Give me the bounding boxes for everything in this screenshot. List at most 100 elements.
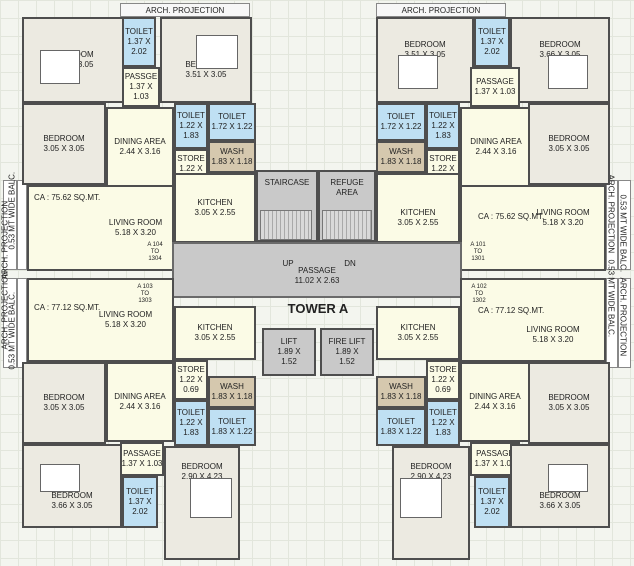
room-label: PASSGE 1.37 X 1.03 xyxy=(124,72,158,101)
a103-wash: WASH 1.83 X 1.18 xyxy=(208,376,256,408)
balcony-label: 0.53 MT WIDE BALC. xyxy=(606,259,616,338)
arch-projection-label: ARCH. PROJECTION xyxy=(401,5,481,15)
a104-toilet-1: TOILET 1.37 X 2.02 xyxy=(122,17,156,67)
room-label: PASSAGE xyxy=(298,266,336,275)
room-label: TOILET 1.37 X 2.02 xyxy=(125,27,153,56)
a103-carpet-area: CA : 77.12 SQ.MT. xyxy=(34,303,101,312)
right-arch-top xyxy=(618,180,631,270)
room-label: TOILET 1.37 X 2.02 xyxy=(478,27,506,56)
room-label: 1.89 X 1.52 xyxy=(335,347,359,366)
bed-furniture xyxy=(398,55,438,89)
room-label: BEDROOM 2.90 X 4.23 xyxy=(410,462,452,481)
balcony-label: 0.53 MT WIDE BALC. xyxy=(618,194,628,273)
room-label: TOILET 1.83 X 1.22 xyxy=(380,417,422,436)
a101-toilet-3: TOILET 1.22 X 1.83 xyxy=(426,103,460,149)
a103-passage: PASSAGE 1.37 X 1.03 xyxy=(120,442,164,476)
room-label: STAIRCASE xyxy=(264,178,310,187)
bed-furniture xyxy=(40,464,80,492)
arch-projection-label: ARCH. PROJECTION xyxy=(618,277,628,357)
a103-living-room: LIVING ROOM 5.18 X 3.20 xyxy=(27,278,174,362)
a104-toilet-3: TOILET 1.72 X 1.22 xyxy=(208,103,256,141)
a103-bedroom-1: BEDROOM 3.05 X 3.05 xyxy=(22,362,106,444)
room-label: LIVING ROOM 5.18 X 3.20 xyxy=(98,310,153,329)
a103-kitchen: KITCHEN 3.05 X 2.55 xyxy=(174,306,256,360)
room-label: LIVING ROOM 5.18 X 3.20 xyxy=(108,218,163,237)
a102-carpet-area: CA : 77.12 SQ.MT. xyxy=(478,306,545,315)
room-label: DINING AREA 2.44 X 3.16 xyxy=(114,137,166,156)
room-label: KITCHEN 3.05 X 2.55 xyxy=(397,208,439,227)
a104-living-room: LIVING ROOM 5.18 X 3.20 xyxy=(27,185,174,271)
room-label: TOILET 1.22 X 1.83 xyxy=(177,408,205,437)
room-label: DINING AREA 2.44 X 3.16 xyxy=(114,392,166,411)
room-label: TOILET 1.22 X 1.83 xyxy=(429,111,457,140)
room-label: PASSAGE 1.37 X 1.03 xyxy=(474,449,516,468)
room-label: STORE 1.22 X 0.69 xyxy=(177,365,205,394)
a104-bedroom-3: BEDROOM 3.05 X 3.05 xyxy=(22,103,106,185)
room-label: BEDROOM 3.05 X 3.05 xyxy=(548,134,590,153)
room-label: BEDROOM 2.90 X 4.23 xyxy=(181,462,223,481)
stair-down-label: DN xyxy=(344,259,356,268)
a103-flat-id: A 103 TO 1303 xyxy=(137,284,153,304)
a102-store: STORE 1.22 X 0.69 xyxy=(426,360,460,400)
a101-bedroom-3: BEDROOM 3.05 X 3.05 xyxy=(528,103,610,185)
a101-flat-id: A 101 TO 1301 xyxy=(470,242,486,262)
a101-dining-area: DINING AREA 2.44 X 3.16 xyxy=(460,107,532,187)
passage: PASSAGE 11.02 X 2.63 xyxy=(172,242,462,298)
room-label: KITCHEN 3.05 X 2.55 xyxy=(194,323,236,342)
a101-wash: WASH 1.83 X 1.18 xyxy=(376,141,426,173)
a104-dining-area: DINING AREA 2.44 X 3.16 xyxy=(106,107,174,187)
stair-up-label: UP xyxy=(282,259,294,268)
arch-projection-label: ARCH. PROJECTION xyxy=(145,5,225,15)
a102-bedroom-1: BEDROOM 3.05 X 3.05 xyxy=(528,362,610,444)
a103-toilet-3: TOILET 1.37 X 2.02 xyxy=(122,476,158,528)
room-label: STORE 1.22 X 0.69 xyxy=(429,365,457,394)
bed-furniture xyxy=(190,478,232,518)
room-label: BEDROOM 3.66 X 3.05 xyxy=(539,491,581,510)
room-label: DINING AREA 2.44 X 3.16 xyxy=(469,392,521,411)
room-label: LIVING ROOM 5.18 X 3.20 xyxy=(536,208,590,227)
bed-furniture xyxy=(400,478,442,518)
arch-projection-top-left: ARCH. PROJECTION xyxy=(120,3,250,17)
room-label: FIRE LIFT xyxy=(328,337,366,346)
left-arch-bottom xyxy=(17,278,27,368)
a103-store: STORE 1.22 X 0.69 xyxy=(174,360,208,400)
lift: LIFT 1.89 X 1.52 xyxy=(262,328,316,376)
a102-toilet-3: TOILET 1.37 X 2.02 xyxy=(474,476,510,528)
room-label: TOILET 1.37 X 2.02 xyxy=(478,487,506,516)
room-label: WASH 1.83 X 1.18 xyxy=(211,147,253,166)
room-label: BEDROOM 3.05 X 3.05 xyxy=(43,134,85,153)
a101-kitchen: KITCHEN 3.05 X 2.55 xyxy=(376,173,460,243)
a104-toilet-2: TOILET 1.22 X 1.83 xyxy=(174,103,208,149)
a104-carpet-area: CA : 75.62 SQ.MT. xyxy=(34,193,101,202)
right-balcony-top xyxy=(606,180,618,270)
a103-toilet-1: TOILET 1.22 X 1.83 xyxy=(174,400,208,446)
fire-lift: FIRE LIFT 1.89 X 1.52 xyxy=(320,328,374,376)
room-label: BEDROOM 3.66 X 3.05 xyxy=(51,491,93,510)
room-label: WASH 1.83 X 1.18 xyxy=(380,147,422,166)
stair-steps-left xyxy=(260,210,312,240)
room-label: TOILET 1.22 X 1.83 xyxy=(177,111,205,140)
a101-toilet-2: TOILET 1.72 X 1.22 xyxy=(376,103,426,141)
room-label: WASH 1.83 X 1.18 xyxy=(211,382,253,401)
room-label: TOILET 1.83 X 1.22 xyxy=(211,417,253,436)
left-balcony-bottom xyxy=(3,278,17,368)
a102-toilet-2: TOILET 1.22 X 1.83 xyxy=(426,400,460,446)
room-label: LIFT xyxy=(280,337,298,346)
a103-dining-area: DINING AREA 2.44 X 3.16 xyxy=(106,362,174,442)
room-label: TOILET 1.72 X 1.22 xyxy=(211,112,253,131)
a104-kitchen: KITCHEN 3.05 X 2.55 xyxy=(174,173,256,243)
stair-steps-right xyxy=(322,210,372,240)
a102-flat-id: A 102 TO 1302 xyxy=(471,284,487,304)
a103-toilet-2: TOILET 1.83 X 1.22 xyxy=(208,408,256,446)
room-label: 11.02 X 2.63 xyxy=(294,276,340,285)
a101-carpet-area: CA : 75.62 SQ.MT. xyxy=(478,212,545,221)
bed-furniture xyxy=(548,464,588,492)
a102-living-room: LIVING ROOM 5.18 X 3.20 xyxy=(460,278,606,362)
room-label: WASH 1.83 X 1.18 xyxy=(380,382,422,401)
room-label: DINING AREA 2.44 X 3.16 xyxy=(470,137,522,156)
bed-furniture xyxy=(548,55,588,89)
room-label: LIVING ROOM 5.18 X 3.20 xyxy=(526,325,580,344)
room-label: REFUGE xyxy=(330,178,364,187)
arch-projection-top-right: ARCH. PROJECTION xyxy=(376,3,506,17)
arch-projection-label: ARCH. PROJECTION xyxy=(606,174,616,254)
